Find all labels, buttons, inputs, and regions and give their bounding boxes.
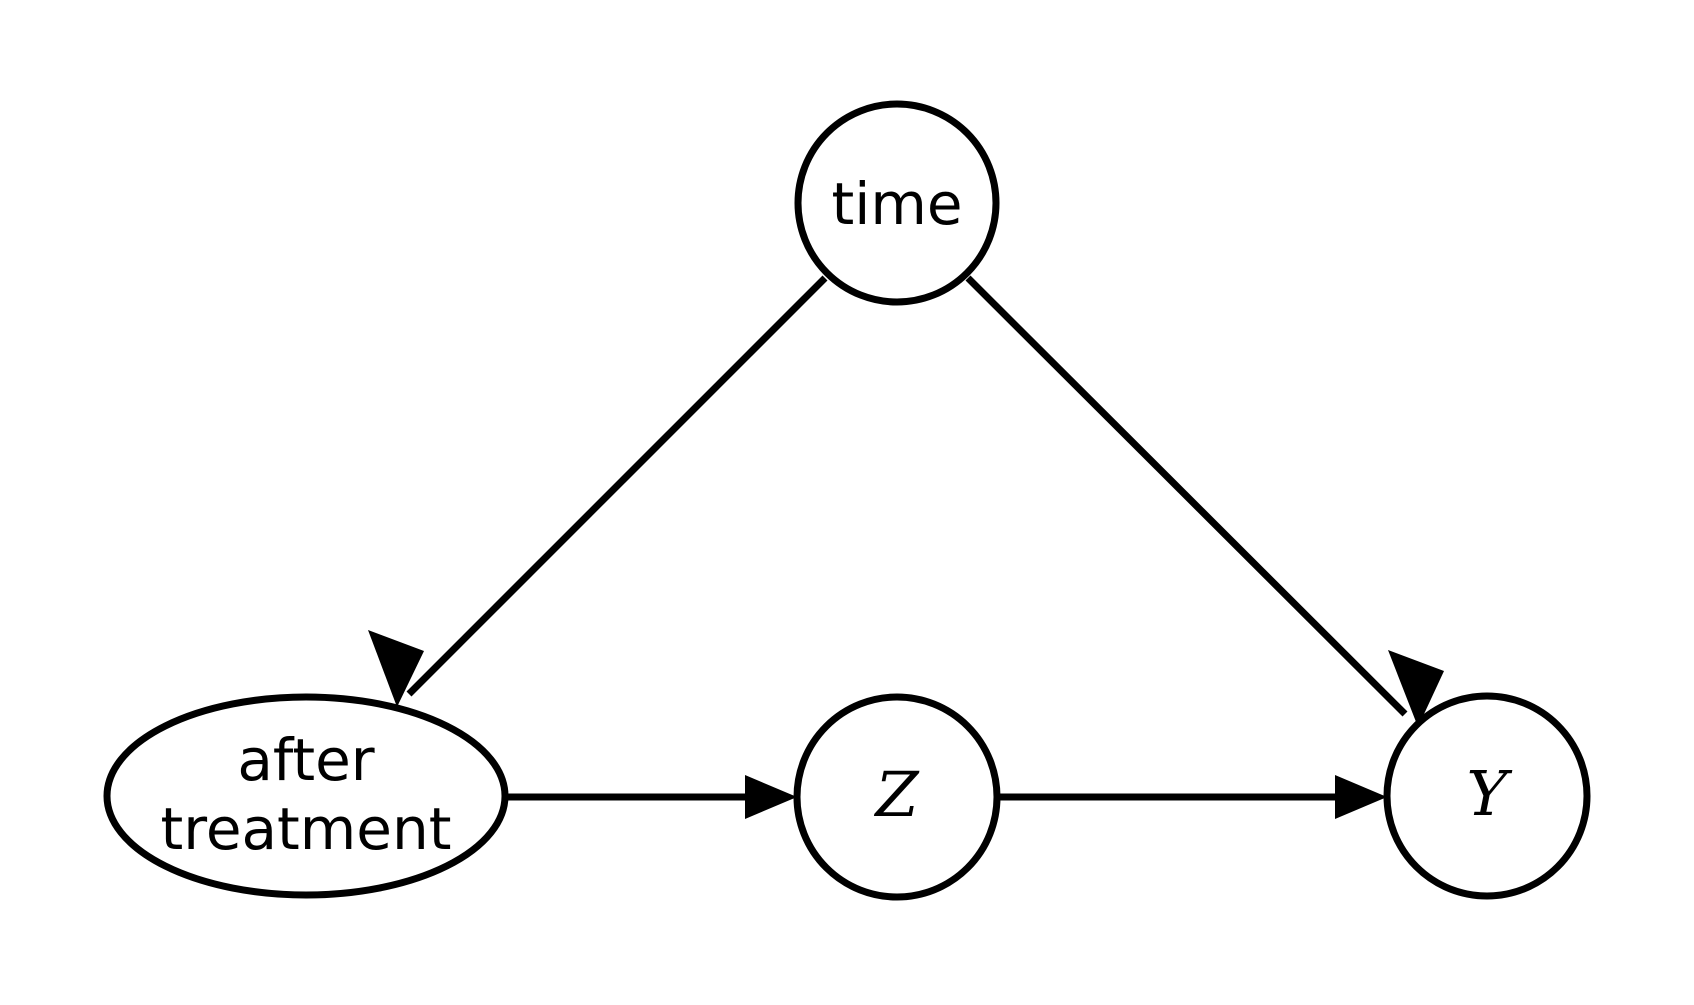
edge-time-to-Y	[965, 275, 1444, 727]
edge-time-to-after-treatment	[368, 275, 828, 707]
edge-Z-to-Y	[997, 775, 1387, 819]
node-after-treatment[interactable]: after treatment	[103, 693, 509, 899]
node-Z-shape[interactable]	[793, 693, 1001, 901]
edge-line-time-Y	[965, 275, 1408, 717]
edge-after-treatment-to-Z	[505, 775, 797, 819]
node-after-treatment-shape[interactable]	[103, 693, 509, 899]
node-Y[interactable]: Y	[1383, 692, 1591, 900]
node-after-treatment-label-line1: after	[237, 726, 374, 794]
node-time[interactable]: time	[794, 100, 1000, 306]
arrowhead-time-to-after-treatment	[368, 630, 424, 707]
arrowhead-after-treatment-to-Z	[745, 775, 797, 819]
arrowhead-time-to-Y	[1388, 650, 1444, 727]
node-after-treatment-label-line2: treatment	[161, 795, 452, 863]
node-time-label: time	[831, 170, 962, 238]
node-Z[interactable]: Z	[793, 693, 1001, 901]
node-time-shape[interactable]	[794, 100, 1000, 306]
node-Y-label: Y	[1467, 757, 1513, 830]
node-Z-label: Z	[873, 758, 919, 831]
arrowhead-Z-to-Y	[1335, 775, 1387, 819]
edge-line-time-after-treatment	[406, 275, 828, 697]
node-Y-shape[interactable]	[1383, 692, 1591, 900]
